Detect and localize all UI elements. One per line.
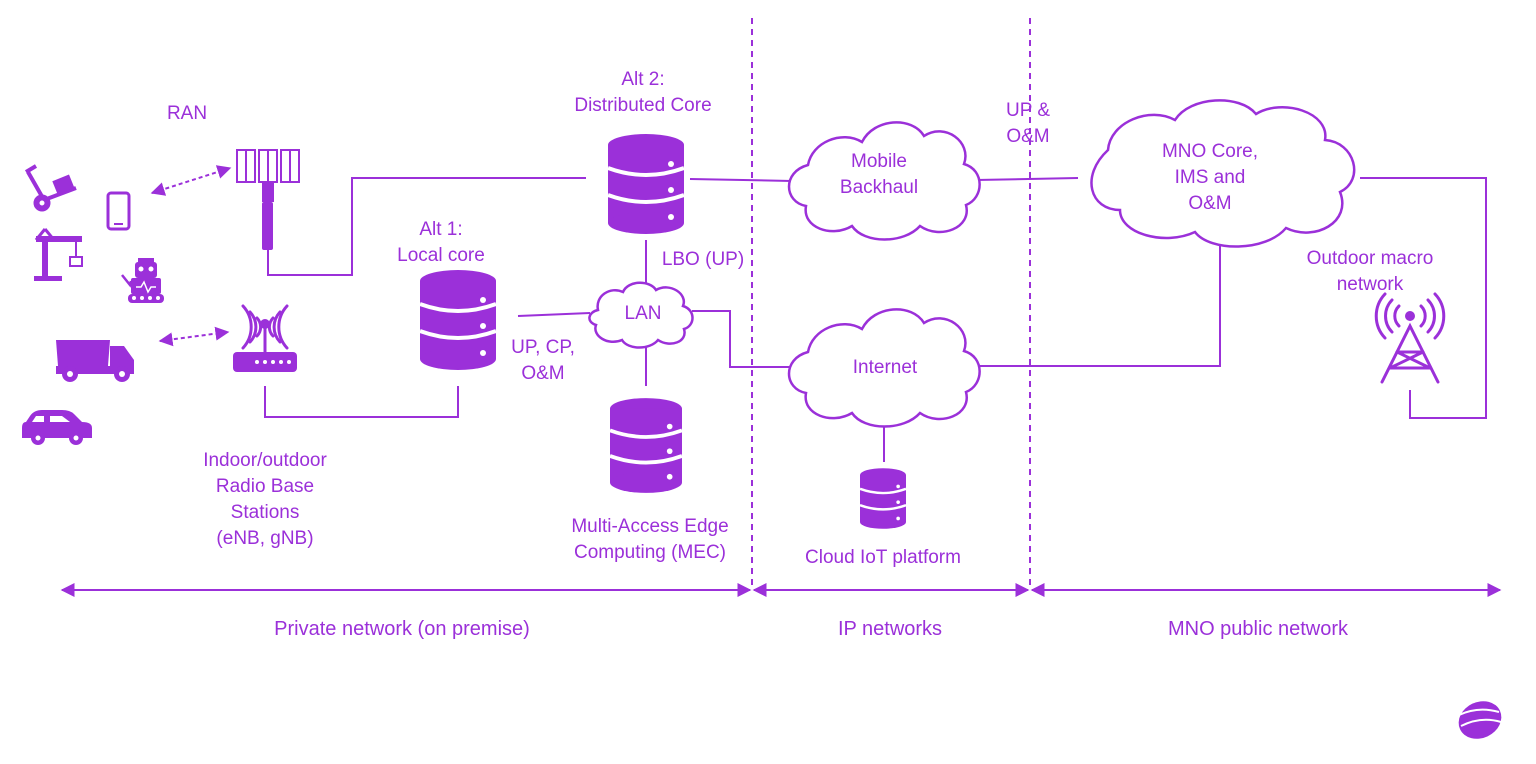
telia-logo-icon — [1458, 701, 1502, 739]
ran-label: RAN — [166, 103, 208, 124]
cloud-icon — [588, 281, 694, 349]
lbo-label: LBO (UP) — [661, 249, 745, 270]
zone-ip-label: IP networks — [837, 618, 943, 640]
alt1-local-core-label: Alt 1: Local core — [397, 219, 485, 266]
lan-label: LAN — [624, 303, 662, 324]
link-backhaul-to-mno — [975, 177, 1079, 181]
smartphone-icon — [106, 191, 131, 231]
database-server-icon — [608, 134, 684, 234]
link-internet-to-mno — [976, 244, 1221, 367]
wifi-router-icon — [233, 304, 297, 372]
link-mno-to-macro — [1360, 177, 1487, 419]
zone-private-label: Private network (on premise) — [274, 618, 530, 640]
robot-icon — [121, 258, 164, 303]
cloud-icon — [787, 121, 981, 241]
hand-truck-icon — [24, 164, 77, 212]
link-router-to-local-core — [264, 386, 459, 418]
up-cp-om-label: UP, CP, O&M — [511, 337, 575, 384]
dump-truck-icon — [56, 340, 134, 382]
link-mast-to-distributed-core — [267, 177, 586, 276]
link-local-core-to-lan — [517, 312, 591, 317]
mec-label: Multi-Access Edge Computing (MEC) — [571, 516, 729, 563]
cell-tower-icon — [1374, 292, 1446, 384]
cloud-icon — [1090, 99, 1356, 248]
mobile-backhaul-label: Mobile Backhaul — [839, 151, 919, 198]
mno-core-label: MNO Core, IMS and O&M — [1161, 141, 1259, 214]
crane-icon — [34, 228, 83, 281]
up-om-label: UP & O&M — [1005, 100, 1051, 147]
outdoor-macro-label: Outdoor macro network — [1306, 248, 1434, 295]
cloud-icon — [787, 308, 981, 428]
zone-mno-label: MNO public network — [1167, 618, 1349, 640]
radio-base-stations-label: Indoor/outdoor Radio Base Stations (eNB,… — [203, 450, 327, 549]
radio-link-arrow — [158, 326, 230, 347]
antenna-mast-icon — [236, 149, 300, 250]
car-icon — [22, 410, 92, 445]
database-server-icon — [860, 466, 906, 531]
alt2-distributed-core-label: Alt 2: Distributed Core — [574, 69, 712, 116]
database-server-icon — [420, 270, 496, 370]
cloud-iot-platform-label: Cloud IoT platform — [805, 547, 961, 568]
link-lan-to-internet — [692, 310, 792, 368]
database-server-icon — [610, 398, 682, 493]
link-core-to-backhaul — [689, 178, 793, 182]
internet-label: Internet — [852, 357, 918, 378]
connection-lines — [60, 18, 1502, 597]
radio-link-arrow — [150, 165, 232, 196]
